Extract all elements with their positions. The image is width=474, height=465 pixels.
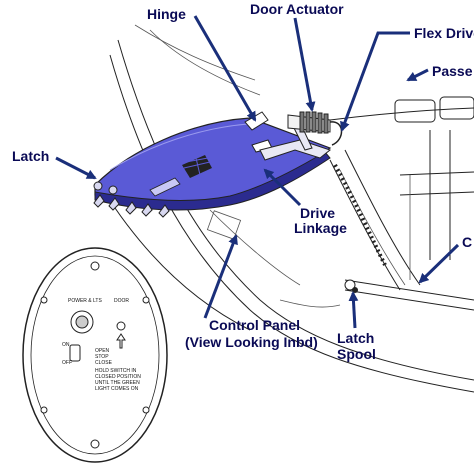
flex-drive-label: Flex Drive — [414, 25, 474, 41]
hold-text-3: UNTIL THE GREEN — [95, 380, 140, 386]
latch-spool-arrow — [348, 291, 359, 329]
latch-arrow — [55, 156, 97, 180]
hold-text-1: HOLD SWITCH IN — [95, 368, 137, 374]
door-actuator — [287, 111, 343, 146]
c-label: C — [462, 234, 472, 250]
off-label: OFF — [62, 360, 72, 366]
latch-spool-label-2: Spool — [337, 346, 376, 362]
latch-hooks — [93, 181, 170, 218]
open-label: OPEN — [95, 348, 110, 354]
c-label-arrow — [418, 243, 460, 284]
hold-text-2: CLOSED POSITION — [95, 374, 141, 380]
passenger-label: Passe — [432, 63, 473, 79]
view-looking-inbd-label: (View Looking Inbd) — [185, 334, 318, 350]
callout-arrows — [55, 15, 460, 329]
hinge-arrow — [193, 15, 257, 122]
stop-label: STOP — [95, 354, 109, 360]
door-label: DOOR — [114, 298, 129, 304]
close-label: CLOSE — [95, 360, 113, 366]
control-panel-arrow — [203, 234, 238, 319]
door-grid-pattern — [182, 155, 212, 178]
door-indicator-light — [116, 321, 126, 331]
control-panel-label: Control Panel — [209, 317, 300, 333]
on-label: ON — [62, 342, 70, 348]
power-lts-label: POWER & LTS — [68, 298, 102, 304]
drive-linkage-arrow — [263, 168, 302, 207]
hold-text-4: LIGHT COMES ON — [95, 386, 139, 392]
fuselage-outline — [99, 24, 474, 393]
power-toggle-switch[interactable] — [69, 344, 81, 362]
latch-label: Latch — [12, 148, 49, 164]
hinge-label: Hinge — [147, 6, 186, 22]
door-switch-arrow[interactable] — [116, 333, 126, 349]
latch-spool-label-1: Latch — [337, 330, 374, 346]
drive-label: Drive — [300, 205, 335, 221]
control-panel: POWER & LTS DOOR ON OFF OPEN STOP CLOSE … — [22, 247, 168, 463]
door-actuator-label: Door Actuator — [250, 1, 344, 17]
door-panel — [93, 111, 332, 218]
linkage-label: Linkage — [294, 220, 347, 236]
door-actuator-arrow — [293, 17, 316, 112]
flex-drive-arrow — [340, 31, 410, 132]
passenger-arrow — [406, 68, 429, 82]
